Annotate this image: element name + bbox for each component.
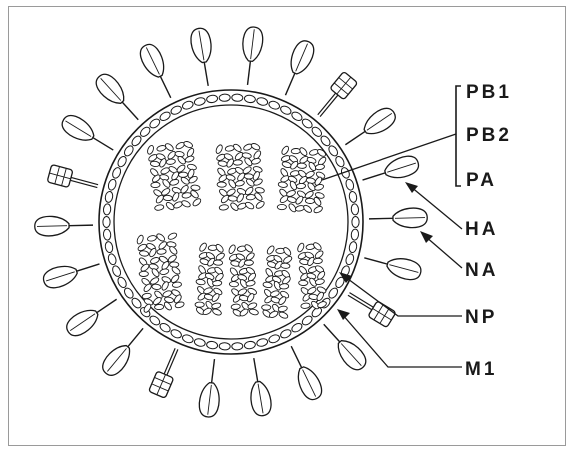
ha-spike-icon: [340, 104, 399, 153]
label-na: NA: [465, 260, 498, 281]
na-spike-icon: [344, 286, 396, 327]
na-spike-icon: [149, 345, 185, 398]
ha-spike-icon: [244, 357, 273, 418]
label-ha: HA: [465, 219, 498, 240]
m1-protein: [219, 94, 230, 102]
virion: [35, 26, 428, 418]
m1-protein: [232, 94, 243, 102]
na-spike-icon: [312, 71, 358, 121]
m1-arrowhead: [337, 309, 350, 320]
ha-spike-icon: [316, 318, 370, 374]
label-pb1: PB1: [466, 82, 512, 103]
m1-protein: [103, 217, 110, 228]
envelope-outer: [99, 90, 363, 354]
ha-spike-icon: [92, 70, 146, 126]
label-pa: PA: [466, 170, 497, 191]
ha-spike-icon: [198, 358, 224, 418]
m1-protein: [232, 342, 243, 350]
m1-protein: [352, 217, 359, 228]
label-pb2: PB2: [466, 125, 512, 146]
ha-spike-icon: [369, 208, 428, 229]
polymerase-bracket: [456, 86, 461, 186]
ha-spike-icon: [238, 26, 264, 86]
na-spike-icon: [47, 164, 100, 194]
ha-spike-icon: [137, 41, 180, 102]
component-labels: PB1 PB2 PA HA NA NP M1: [465, 82, 512, 380]
ha-spike-icon: [276, 38, 317, 99]
ha-spike-icon: [35, 215, 94, 236]
ha-spike-icon: [58, 111, 118, 158]
ha-spike-icon: [360, 153, 421, 189]
ha-spike-icon: [282, 342, 325, 403]
na-pointer: [425, 236, 462, 268]
ha-spike-icon: [63, 291, 122, 340]
label-np: NP: [465, 307, 497, 328]
label-m1: M1: [465, 359, 497, 380]
ha-spike-icon: [41, 255, 102, 291]
ha-spike-icon: [189, 27, 218, 88]
ha-spike-icon: [362, 248, 423, 282]
m1-protein: [219, 342, 230, 350]
np-pointer: [344, 276, 462, 316]
ha-spike-icon: [98, 322, 150, 379]
